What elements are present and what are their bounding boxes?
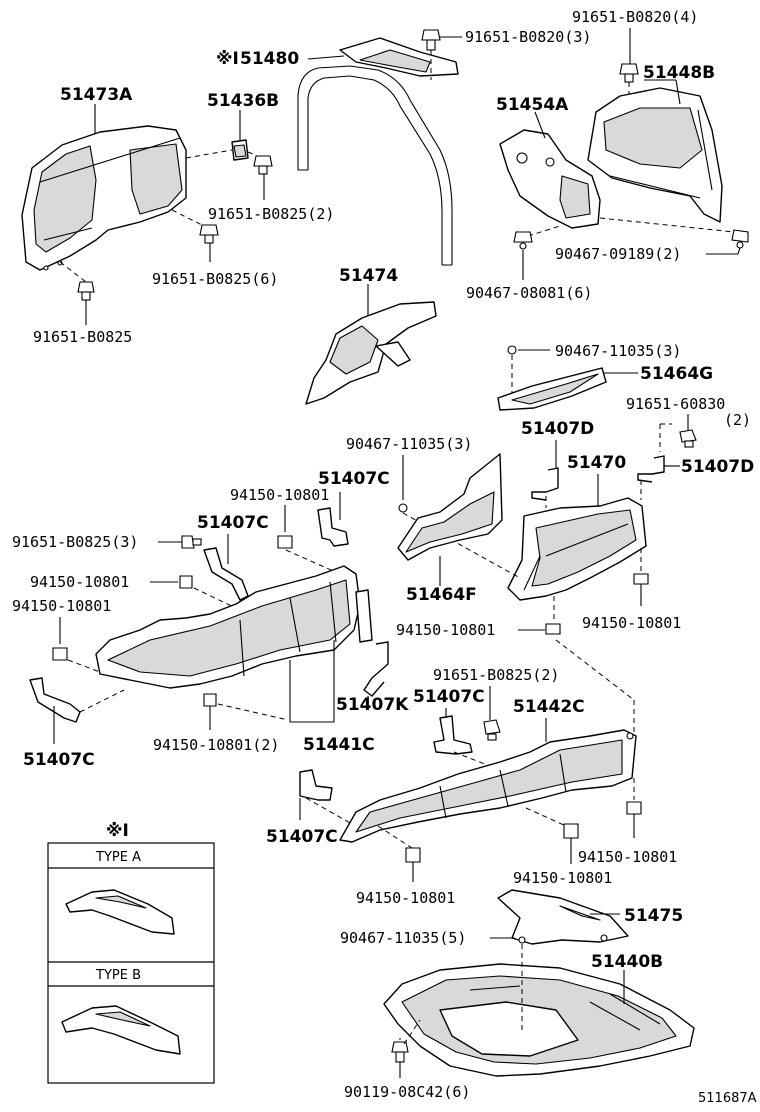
bolt-90467-11035-b — [398, 503, 408, 513]
part-51407c-b-shape — [203, 547, 249, 601]
nut-94150-10801-f — [203, 693, 217, 707]
label-94150-10801-b: 94150-10801 — [30, 573, 129, 591]
label-51441c: 51441C — [303, 735, 375, 755]
part-51473a-shape — [21, 125, 187, 271]
legend-type-b-shape — [61, 1005, 181, 1055]
nut-94150-10801-e — [52, 647, 68, 661]
part-51407d-a-shape — [531, 467, 559, 501]
label-91651-b0820-4: 91651-B0820(4) — [572, 8, 698, 26]
label-51407c-c: 51407C — [23, 750, 95, 770]
bolt-91651-60830 — [679, 429, 697, 448]
label-90467-08081-6: 90467-08081(6) — [466, 284, 592, 302]
legend-type-a-shape — [65, 889, 175, 935]
label-51470: 51470 — [567, 453, 626, 473]
legend-type-b-label: TYPE B — [95, 968, 141, 983]
part-51441c-shape — [95, 565, 373, 689]
label-51480-mark: ※I — [216, 49, 239, 69]
part-51448b-shape — [587, 87, 723, 223]
nut-94150-10801-c — [277, 535, 293, 549]
label-91651-b0820-3: 91651-B0820(3) — [465, 28, 591, 46]
label-51480: 51480 — [240, 49, 299, 69]
nut-94150-10801-b — [545, 623, 561, 635]
part-51407d-b-shape — [637, 455, 665, 483]
label-90467-11035-3a: 90467-11035(3) — [555, 342, 681, 360]
nut-94150-10801-g — [405, 847, 421, 863]
label-51407c-b: 51407C — [197, 513, 269, 533]
part-51480-shape — [339, 37, 459, 77]
nut-94150-10801-a — [633, 573, 649, 585]
part-51442c-shape — [339, 729, 637, 843]
label-91651-b0825-6: 91651-B0825(6) — [152, 270, 278, 288]
reference-code: 511687A — [698, 1091, 757, 1106]
label-51436b: 51436B — [207, 91, 279, 111]
part-51475-shape — [497, 889, 629, 945]
part-51407c-e-shape — [299, 769, 333, 801]
part-51464f-shape — [397, 453, 503, 561]
label-90467-09189-2: 90467-09189(2) — [555, 245, 681, 263]
part-51436b-shape — [231, 139, 249, 161]
label-91651-b0825-2a: 91651-B0825(2) — [208, 205, 334, 223]
part-51470-shape — [507, 497, 647, 601]
nut-94150-10801-i — [626, 801, 642, 815]
label-94150-10801-h: 94150-10801 — [578, 848, 677, 866]
label-51407c-d: 51407C — [413, 687, 485, 707]
label-94150-10801-2: 94150-10801(2) — [153, 736, 279, 754]
legend-mark: ※I — [106, 821, 129, 841]
bolt-91651-b0825-e — [483, 719, 501, 741]
label-90467-11035-5: 90467-11035(5) — [340, 929, 466, 947]
label-90467-11035-3b: 90467-11035(3) — [346, 435, 472, 453]
part-51474-shape — [305, 301, 437, 405]
label-91651-b0825-2b: 91651-B0825(2) — [433, 666, 559, 684]
label-51464g: 51464G — [640, 364, 713, 384]
label-51407d-b: 51407D — [681, 457, 754, 477]
label-51407c-e: 51407C — [266, 827, 338, 847]
bolt-90467-09189 — [731, 229, 749, 249]
nut-94150-10801-h — [563, 823, 579, 839]
label-94150-10801-c: 94150-10801 — [12, 597, 111, 615]
label-91651-b0825: 91651-B0825 — [33, 328, 132, 346]
part-51440b-shape — [383, 963, 695, 1077]
label-91651-60830: 91651-60830 — [626, 395, 725, 413]
part-51464g-shape — [497, 367, 607, 411]
bolt-91651-b0825-d — [181, 535, 202, 549]
label-51407d-a: 51407D — [521, 419, 594, 439]
label-91651-b0825-3: 91651-B0825(3) — [12, 533, 138, 551]
part-51480-frame — [297, 65, 453, 266]
label-94150-10801-a: 94150-10801 — [230, 486, 329, 504]
bolt-90467-08081 — [513, 231, 533, 250]
label-94150-10801-g: 94150-10801 — [513, 869, 612, 887]
label-51454a: 51454A — [496, 95, 569, 115]
bolt-90467-11035-a — [507, 345, 517, 355]
label-51407k: 51407K — [336, 695, 409, 715]
part-51454a-shape — [499, 129, 601, 229]
label-51464f: 51464F — [406, 585, 477, 605]
label-51448b: 51448B — [643, 63, 715, 83]
part-51407c-c-shape — [29, 677, 81, 723]
part-51407c-d-shape — [433, 715, 473, 755]
label-51475: 51475 — [624, 906, 683, 926]
bolt-91651-b0820-3 — [421, 29, 441, 51]
bolt-91651-b0825-c — [77, 281, 95, 301]
label-51473a: 51473A — [60, 85, 133, 105]
legend-box — [47, 842, 215, 1084]
label-94150-10801-f: 94150-10801 — [356, 889, 455, 907]
label-51440b: 51440B — [591, 952, 663, 972]
bolt-91651-b0825-a — [253, 155, 273, 175]
part-51407k-shape — [363, 641, 389, 697]
label-51442c: 51442C — [513, 697, 585, 717]
label-51474: 51474 — [339, 266, 398, 286]
label-51407c-a: 51407C — [318, 469, 390, 489]
legend-type-a-label: TYPE A — [95, 850, 141, 865]
label-90119-08c42-6: 90119-08C42(6) — [344, 1083, 470, 1101]
label-94150-10801-d: 94150-10801 — [396, 621, 495, 639]
bolt-91651-b0820-4 — [619, 63, 639, 83]
bolt-90119-08c42 — [391, 1041, 409, 1063]
label-94150-10801-e: 94150-10801 — [582, 614, 681, 632]
label-91651-60830-qty: (2) — [724, 411, 751, 429]
nut-94150-10801-d — [179, 575, 193, 589]
part-51407c-a-shape — [317, 507, 349, 547]
bolt-91651-b0825-b — [199, 224, 219, 244]
